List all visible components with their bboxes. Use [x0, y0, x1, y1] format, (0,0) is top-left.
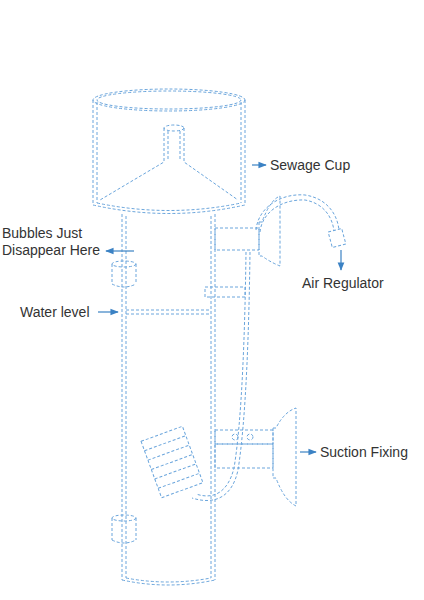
callout-label: Suction Fixing [320, 444, 408, 461]
callout-label: Sewage Cup [270, 157, 350, 174]
callout-label: Bubbles Just Disappear Here [2, 225, 114, 259]
callout-label: Air Regulator [302, 275, 384, 292]
callout-label: Water level [20, 304, 90, 321]
